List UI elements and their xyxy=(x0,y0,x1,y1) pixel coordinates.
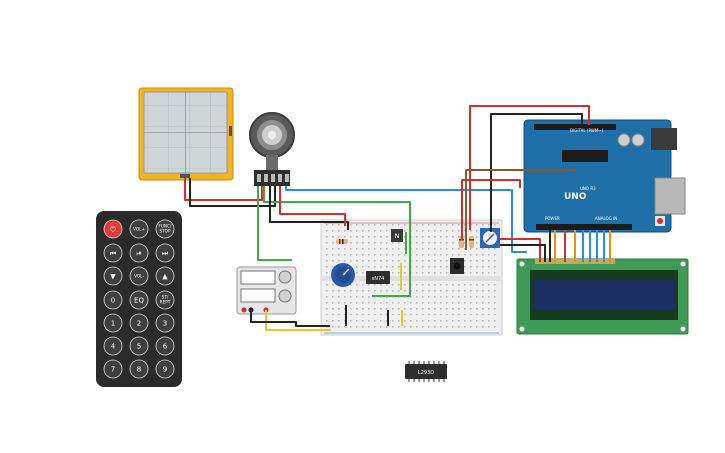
remote-vol-up-button-label: VOL+ xyxy=(133,227,145,232)
remote-4-button-shape[interactable] xyxy=(103,336,123,356)
remote-7-button-shape[interactable] xyxy=(103,359,123,379)
remote-8-button[interactable]: 8 xyxy=(129,359,149,379)
remote-3-button[interactable]: 3 xyxy=(155,313,175,333)
remote-power-button-shape[interactable] xyxy=(103,219,123,239)
remote-down-button-shape[interactable] xyxy=(103,266,123,286)
remote-func-stop-button-label: FUNC/ xyxy=(159,224,173,229)
remote-st-rept-button-label: ST/ xyxy=(162,295,169,300)
breadboard[interactable] xyxy=(320,219,503,336)
remote-2-button-shape[interactable] xyxy=(129,313,149,333)
remote-prev-button-label: ⏮ xyxy=(110,250,116,258)
arduino-power-label: POWER xyxy=(545,216,560,221)
remote-st-rept-button-shape[interactable] xyxy=(155,290,175,310)
remote-6-button[interactable]: 6 xyxy=(155,336,175,356)
remote-play-pause-button-shape[interactable] xyxy=(129,243,149,263)
remote-eq-button-shape[interactable] xyxy=(129,290,149,310)
remote-func-stop-button[interactable]: FUNC/STOP xyxy=(155,219,175,239)
remote-0-button-shape[interactable] xyxy=(103,290,123,310)
remote-vol-up-button[interactable]: VOL+ xyxy=(129,219,149,239)
remote-7-button[interactable]: 7 xyxy=(103,359,123,379)
resistor[interactable] xyxy=(336,239,348,244)
remote-play-pause-button-label: ⏯ xyxy=(136,250,142,258)
remote-2-button-label: 2 xyxy=(137,320,141,328)
remote-5-button[interactable]: 5 xyxy=(129,336,149,356)
oscilloscope[interactable] xyxy=(138,87,234,181)
l293d-label: L293D xyxy=(418,370,434,376)
power-supply[interactable] xyxy=(236,266,297,315)
trimmer-potentiometer[interactable] xyxy=(480,228,500,248)
remote-down-button[interactable]: ▼ xyxy=(103,266,123,286)
remote-8-button-shape[interactable] xyxy=(129,359,149,379)
remote-power-button[interactable]: ⏻ xyxy=(103,219,123,239)
remote-3-button-label: 3 xyxy=(163,320,167,328)
remote-9-button-label: 9 xyxy=(163,366,167,374)
remote-vol-down-button-shape[interactable] xyxy=(129,266,149,286)
arduino-uno[interactable]: DIGITAL (PWM~) UNO UNO R3 POWER ANALOG I… xyxy=(523,119,686,233)
remote-next-button-shape[interactable] xyxy=(155,243,175,263)
arduino-analog-label: ANALOG IN xyxy=(595,216,617,221)
l293d-chip[interactable]: L293D xyxy=(405,361,447,382)
remote-func-stop-button-shape[interactable] xyxy=(155,219,175,239)
remote-up-button-label: ▲ xyxy=(162,273,168,281)
ic-chip[interactable]: sN74 xyxy=(366,271,390,284)
remote-play-pause-button[interactable]: ⏯ xyxy=(129,243,149,263)
dc-motor-encoder[interactable] xyxy=(249,112,295,186)
arduino-header-label: DIGITAL (PWM~) xyxy=(570,128,604,133)
remote-vol-up-button-shape[interactable] xyxy=(129,219,149,239)
remote-4-button-label: 4 xyxy=(111,343,116,351)
remote-8-button-label: 8 xyxy=(137,366,141,374)
remote-down-button-label: ▼ xyxy=(110,273,116,281)
remote-1-button[interactable]: 1 xyxy=(103,313,123,333)
remote-vol-down-button-label: VOL- xyxy=(134,274,144,279)
remote-9-button-shape[interactable] xyxy=(155,359,175,379)
transistor-label: N xyxy=(395,233,400,240)
remote-power-button-label: ⏻ xyxy=(110,226,116,234)
remote-5-button-label: 5 xyxy=(137,343,141,351)
lcd-16x2[interactable] xyxy=(516,258,689,335)
remote-0-button[interactable]: 0 xyxy=(103,290,123,310)
remote-up-button[interactable]: ▲ xyxy=(155,266,175,286)
arduino-model-label: UNO xyxy=(564,192,587,202)
pushbutton[interactable] xyxy=(450,258,464,274)
remote-st-rept-button[interactable]: ST/REPT xyxy=(155,290,175,310)
potentiometer-large[interactable] xyxy=(331,263,355,287)
remote-eq-button-label: EQ xyxy=(134,297,144,305)
remote-next-button-label: ⏭ xyxy=(162,250,169,258)
remote-st-rept-button-label: REPT xyxy=(160,300,171,305)
remote-6-button-shape[interactable] xyxy=(155,336,175,356)
remote-next-button[interactable]: ⏭ xyxy=(155,243,175,263)
remote-9-button[interactable]: 9 xyxy=(155,359,175,379)
remote-4-button[interactable]: 4 xyxy=(103,336,123,356)
remote-1-button-label: 1 xyxy=(111,320,115,328)
transistor[interactable]: N xyxy=(391,229,403,242)
resistor[interactable] xyxy=(469,236,474,248)
remote-7-button-label: 7 xyxy=(111,366,115,374)
ic-chip-label: sN74 xyxy=(372,276,385,282)
remote-3-button-shape[interactable] xyxy=(155,313,175,333)
arduino-board-label: UNO R3 xyxy=(580,186,596,191)
remote-vol-down-button[interactable]: VOL- xyxy=(129,266,149,286)
remote-5-button-shape[interactable] xyxy=(129,336,149,356)
remote-prev-button[interactable]: ⏮ xyxy=(103,243,123,263)
remote-func-stop-button-label: STOP xyxy=(159,229,171,234)
remote-1-button-shape[interactable] xyxy=(103,313,123,333)
remote-prev-button-shape[interactable] xyxy=(103,243,123,263)
remote-2-button[interactable]: 2 xyxy=(129,313,149,333)
remote-6-button-label: 6 xyxy=(163,343,168,351)
remote-0-button-label: 0 xyxy=(111,297,115,305)
wires xyxy=(184,105,611,331)
remote-eq-button[interactable]: EQ xyxy=(129,290,149,310)
remote-up-button-shape[interactable] xyxy=(155,266,175,286)
